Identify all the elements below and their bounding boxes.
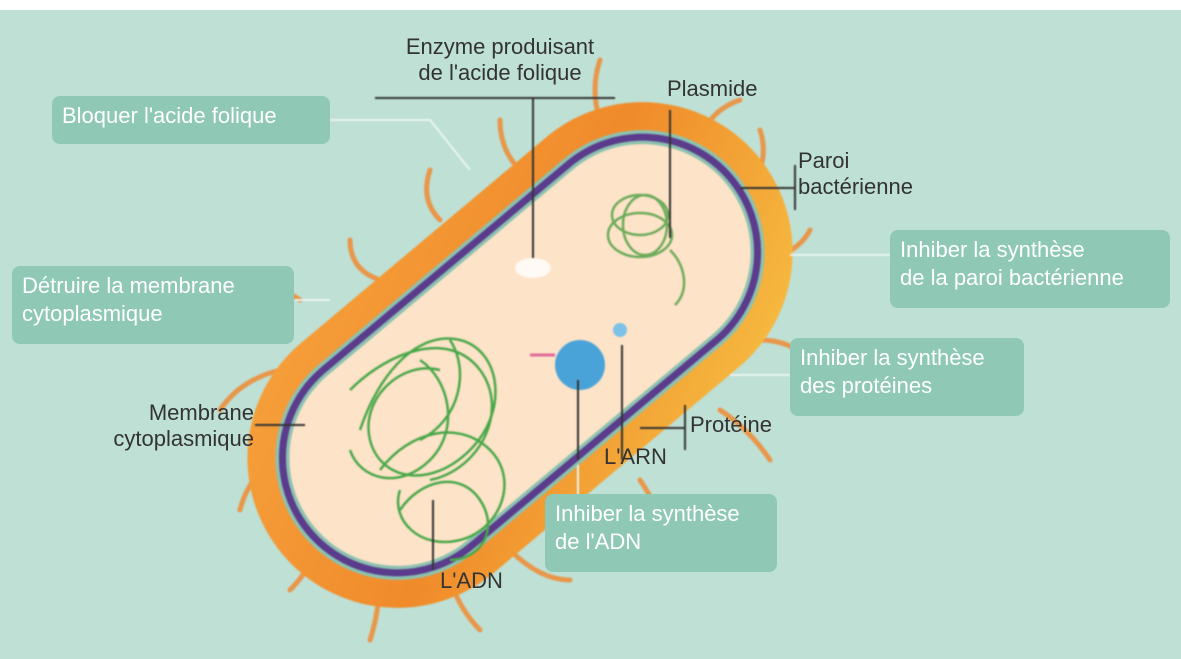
action-inhiber-paroi: Inhiber la synthèse de la paroi bactérie… [890, 230, 1170, 308]
protein-dot [613, 323, 627, 337]
action-bloquer-acide-folique: Bloquer l'acide folique [52, 96, 330, 144]
label-arn: L'ARN [604, 444, 667, 470]
label-plasmide: Plasmide [667, 76, 757, 102]
action-detruire-membrane: Détruire la membrane cytoplasmique [12, 266, 294, 344]
enzyme-shape [515, 258, 551, 278]
label-paroi: Paroi bactérienne [798, 148, 913, 200]
action-inhiber-proteines: Inhiber la synthèse des protéines [790, 338, 1024, 416]
label-membrane: Membrane cytoplasmique [78, 400, 254, 452]
label-proteine: Protéine [690, 412, 772, 438]
label-enzyme: Enzyme produisant de l'acide folique [380, 34, 620, 86]
diagram-canvas: Bloquer l'acide folique Détruire la memb… [0, 10, 1181, 659]
ribosome [555, 340, 605, 390]
label-adn: L'ADN [440, 568, 503, 594]
action-inhiber-adn: Inhiber la synthèse de l'ADN [545, 494, 777, 572]
